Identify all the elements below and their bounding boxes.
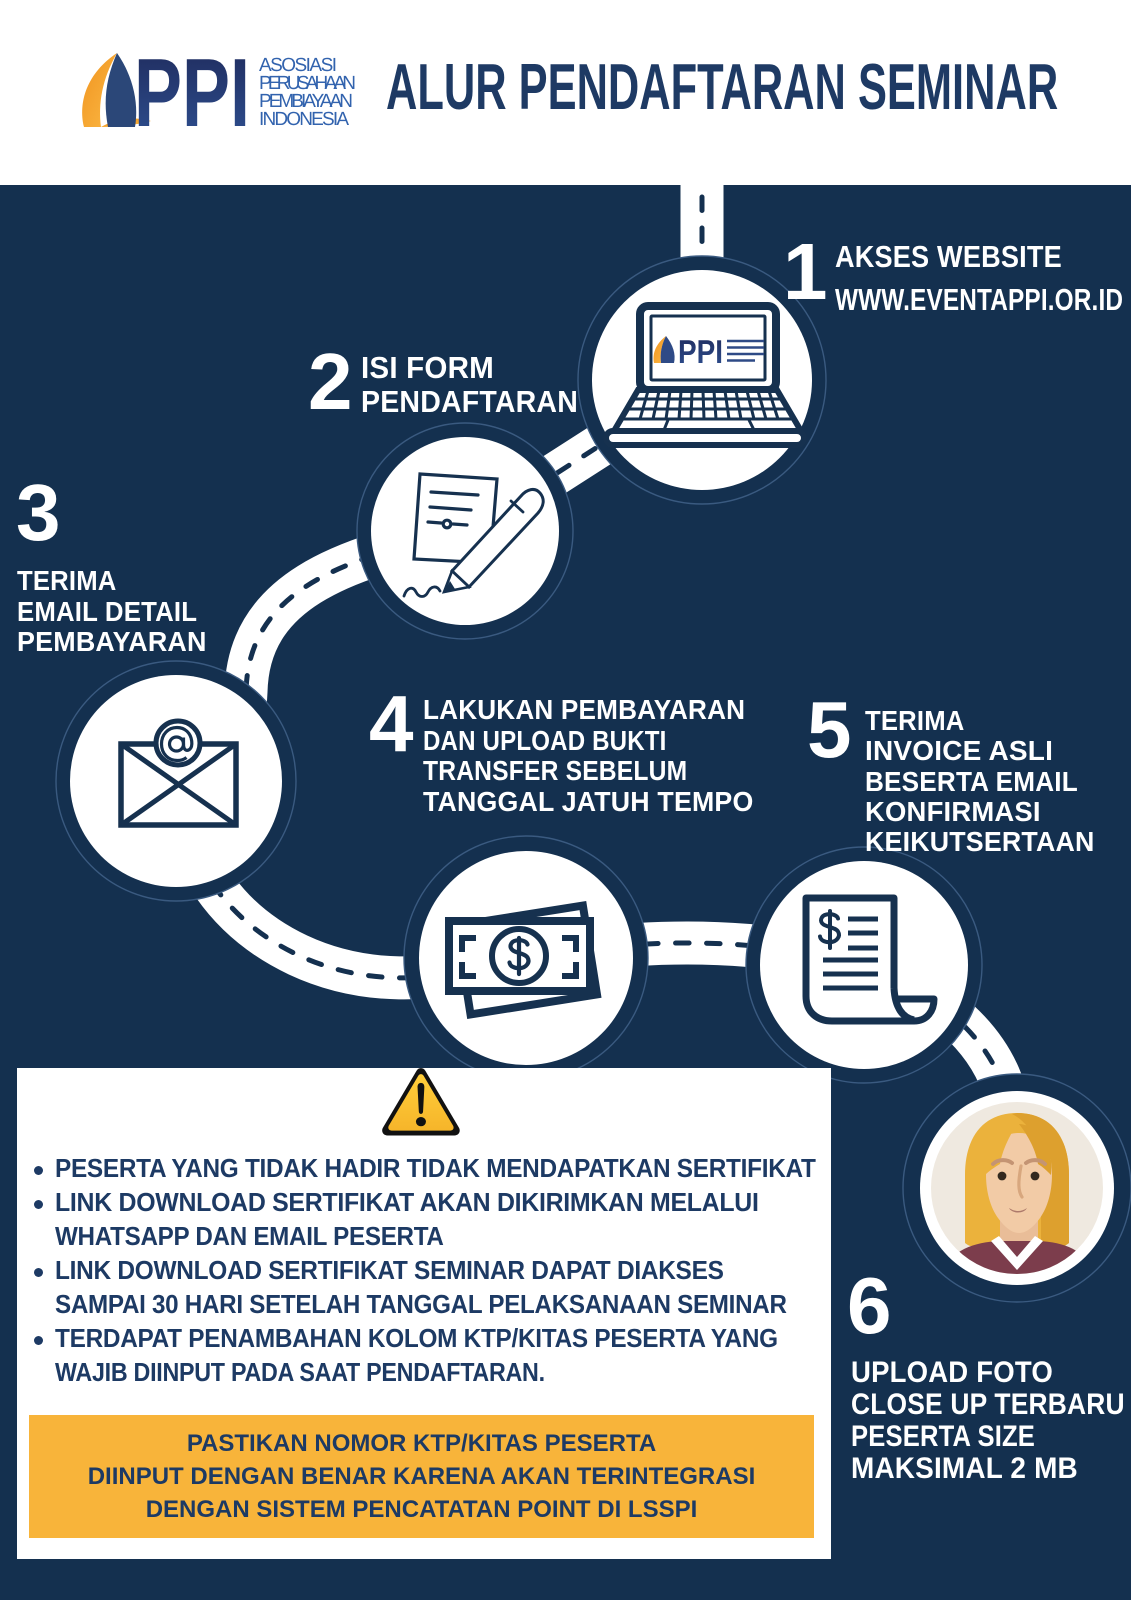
svg-text:PERUSAHAAN: PERUSAHAAN	[259, 73, 356, 94]
svg-text:PEMBIAYAAN: PEMBIAYAAN	[259, 91, 353, 112]
svg-text:INDONESIA: INDONESIA	[259, 109, 349, 130]
svg-text:PPI: PPI	[134, 38, 250, 147]
svg-text:ASOSIASI: ASOSIASI	[259, 55, 337, 76]
svg-text:PPI: PPI	[678, 333, 723, 370]
